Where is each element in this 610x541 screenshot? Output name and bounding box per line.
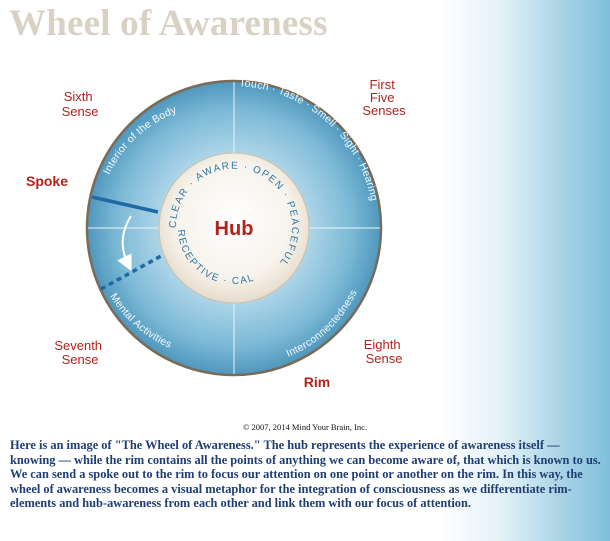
hub-label: Hub xyxy=(215,218,254,240)
spoke-dashed xyxy=(100,254,162,291)
label-eighth-sense: Eighth Sense xyxy=(364,337,405,366)
spoke-arrow xyxy=(117,215,132,272)
page-title: Wheel of Awareness xyxy=(9,3,328,44)
copyright-notice: © 2007, 2014 Mind Your Brain, Inc. xyxy=(242,422,368,432)
wheel-diagram: Interior of the Body Touch · Taste · Sme… xyxy=(0,0,406,390)
caption-paragraph: Here is an image of "The Wheel of Awaren… xyxy=(10,438,601,511)
label-seventh-sense: Seventh Sense xyxy=(54,338,105,367)
spoke-solid xyxy=(91,195,159,214)
label-first-five-senses: First Five Senses xyxy=(362,77,406,118)
label-spoke: Spoke xyxy=(26,173,68,189)
label-rim: Rim xyxy=(304,374,330,390)
wheel-hub xyxy=(158,152,310,304)
label-sixth-sense: Sixth Sense xyxy=(62,89,99,119)
